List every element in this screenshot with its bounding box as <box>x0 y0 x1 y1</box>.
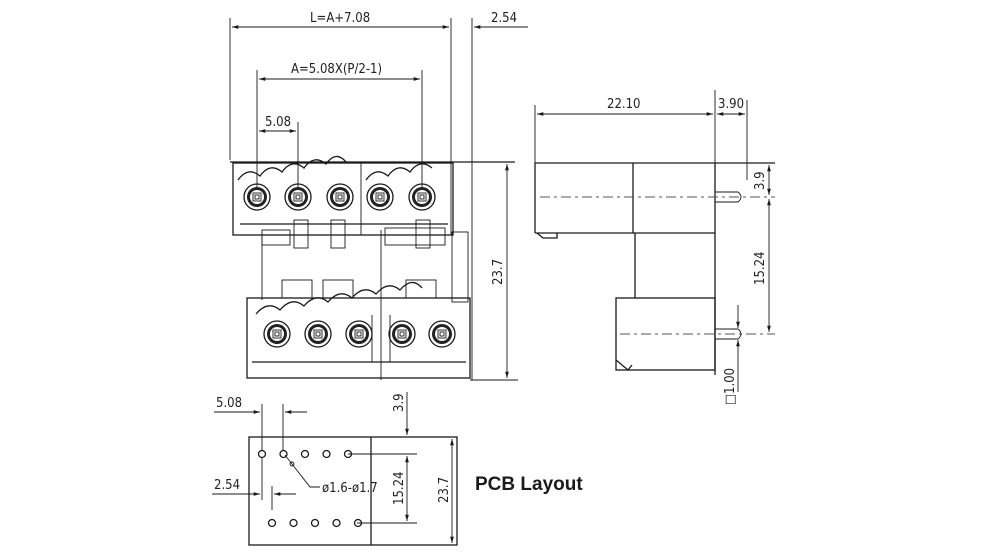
top-screw-terminal <box>366 183 394 211</box>
pcb-hole <box>332 518 341 528</box>
dim-top-offset: 3.9 <box>753 171 768 190</box>
dim-height: 23.7 <box>491 259 506 285</box>
bottom-screw-terminal <box>428 320 456 348</box>
top-screw-terminal <box>243 183 271 211</box>
pcb-hole <box>300 449 310 459</box>
pcb-hole <box>257 449 267 459</box>
pcb-hole <box>310 518 320 528</box>
dim-total-length: L=A+7.08 <box>310 11 370 26</box>
top-screw-terminal <box>326 183 354 211</box>
pcb-hole <box>267 518 277 528</box>
bottom-screw-terminal <box>388 320 416 348</box>
top-screw-terminal <box>408 183 436 211</box>
pcb-dim-row-spacing: 15.24 <box>392 472 407 505</box>
front-view: L=A+7.08 2.54 A=5.08X(P/2-1) 5.08 <box>229 11 528 381</box>
side-view: 22.10 3.90 3.9 15.24 □1.00 <box>534 90 775 405</box>
top-screw-terminal <box>284 183 312 211</box>
pcb-layout-view: 5.08 2.54 ø1.6-ø1.7 3.9 15.24 23.7 PCB L… <box>212 392 583 546</box>
pcb-dim-top-offset: 3.9 <box>392 393 407 412</box>
dim-row-spacing: 15.24 <box>753 252 768 285</box>
pcb-dim-row-offset: 2.54 <box>214 478 240 493</box>
dim-span: A=5.08X(P/2-1) <box>291 62 382 77</box>
bottom-screw-terminal <box>345 320 373 348</box>
pcb-hole <box>322 449 331 459</box>
pcb-dim-height: 23.7 <box>437 477 452 503</box>
pcb-hole <box>289 518 298 528</box>
pcb-layout-label: PCB Layout <box>475 474 583 495</box>
dim-pin-square: □1.00 <box>723 368 738 405</box>
hole-diameter: ø1.6-ø1.7 <box>322 481 378 496</box>
dim-pin-length: 3.90 <box>718 97 744 112</box>
dim-body-length: 22.10 <box>607 97 640 112</box>
bottom-screw-terminal <box>304 320 332 348</box>
bottom-screw-terminal <box>263 320 291 348</box>
dim-pitch: 5.08 <box>265 115 291 130</box>
pcb-dim-pitch: 5.08 <box>216 396 242 411</box>
dim-offset: 2.54 <box>491 11 517 26</box>
